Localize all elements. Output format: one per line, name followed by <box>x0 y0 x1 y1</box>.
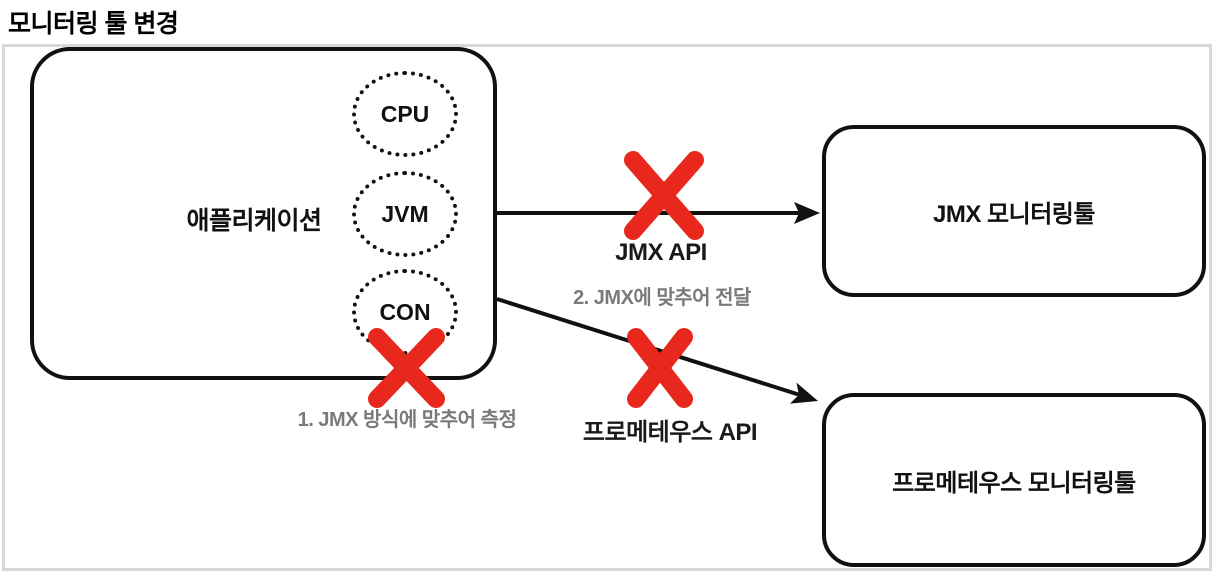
metric-circle-cpu: CPU <box>352 71 458 157</box>
jmx-api-label: JMX API <box>615 239 707 266</box>
application-box: 애플리케이션 CPU JVM CON <box>30 47 497 380</box>
step2-note: 2. JMX에 맞추어 전달 <box>573 287 751 309</box>
page-title: 모니터링 툴 변경 <box>8 10 179 38</box>
jmx-monitoring-label: JMX 모니터링툴 <box>933 200 1095 228</box>
prometheus-monitoring-box: 프로메테우스 모니터링툴 <box>822 393 1206 567</box>
metric-label-cpu: CPU <box>380 100 430 127</box>
jmx-monitoring-box: JMX 모니터링툴 <box>822 125 1206 297</box>
step1-note: 1. JMX 방식에 맞추어 측정 <box>297 409 517 431</box>
prometheus-monitoring-label: 프로메테우스 모니터링툴 <box>892 469 1136 497</box>
prometheus-api-label: 프로메테우스 API <box>582 419 758 446</box>
metric-circle-jvm: JVM <box>352 171 458 257</box>
metric-circle-con: CON <box>352 269 458 355</box>
metric-label-jvm: JVM <box>381 200 429 227</box>
application-label: 애플리케이션 <box>186 207 322 235</box>
metric-label-con: CON <box>379 298 431 325</box>
